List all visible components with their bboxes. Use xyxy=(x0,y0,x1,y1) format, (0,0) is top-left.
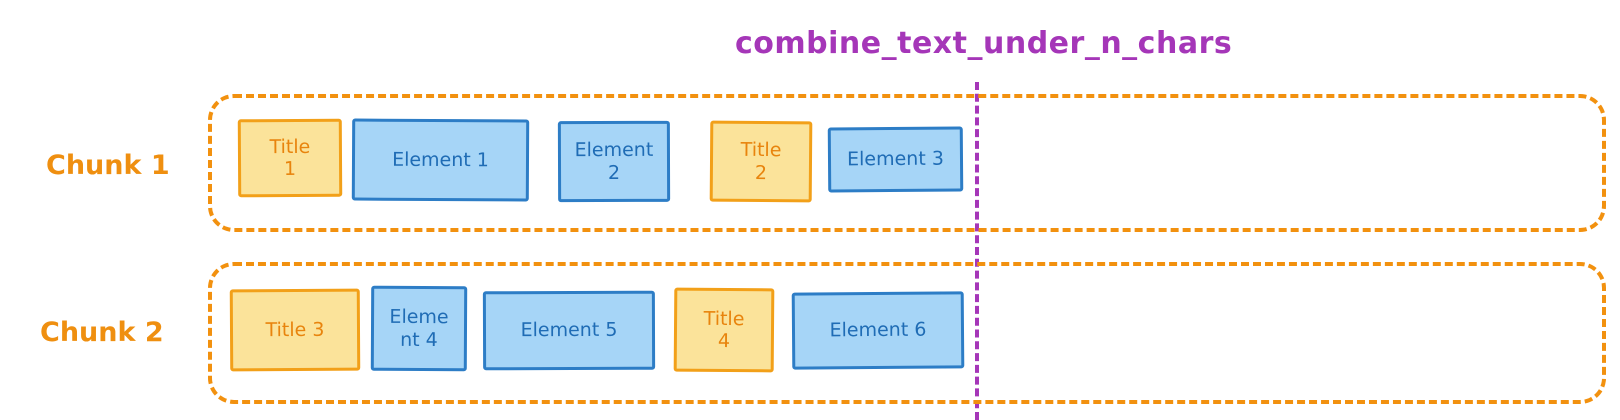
element-box-element-5: Element 5 xyxy=(482,290,656,371)
chunk-label-1: Chunk 1 xyxy=(46,150,170,181)
chunk-label-2: Chunk 2 xyxy=(40,317,164,348)
element-box-element-2: Element 2 xyxy=(557,120,671,203)
title-box-title-2: Title 2 xyxy=(709,120,813,203)
element-box-element-3: Element 3 xyxy=(827,126,964,193)
title-box-title-1: Title 1 xyxy=(237,118,343,198)
title-box-title-3: Title 3 xyxy=(229,288,361,372)
chunk-container-1 xyxy=(208,94,1606,232)
element-box-element-6: Element 6 xyxy=(791,291,965,370)
title-box-title-4: Title 4 xyxy=(673,287,775,373)
diagram-title: combine_text_under_n_chars xyxy=(735,26,1233,61)
element-box-element-1: Element 1 xyxy=(351,118,530,202)
combine-text-under-n-chars-threshold-line xyxy=(975,82,979,420)
element-box-eleme-nt-4: Eleme nt 4 xyxy=(370,285,468,372)
chunk-container-2 xyxy=(208,262,1606,404)
